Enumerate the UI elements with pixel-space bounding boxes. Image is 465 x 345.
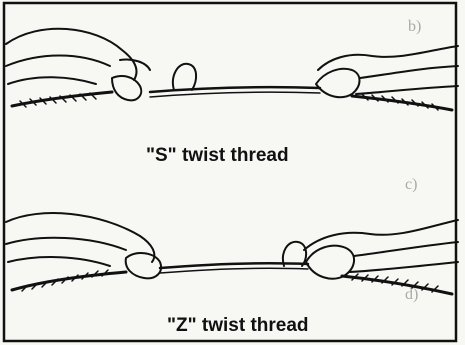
figure-frame [4, 3, 456, 341]
z-twist-caption: "Z" twist thread [167, 315, 309, 337]
s-loop [173, 64, 196, 90]
left-hand-outline [6, 29, 137, 80]
right-hand-outline [318, 46, 458, 70]
s-twist-caption: "S" twist thread [146, 145, 289, 167]
z-twist-drawing [6, 213, 458, 294]
left-thumb [112, 76, 141, 100]
s-twist-drawing [6, 29, 458, 110]
left-thumb-z [126, 253, 161, 278]
right-thumb [316, 69, 360, 97]
right-thumb-z [306, 246, 354, 279]
